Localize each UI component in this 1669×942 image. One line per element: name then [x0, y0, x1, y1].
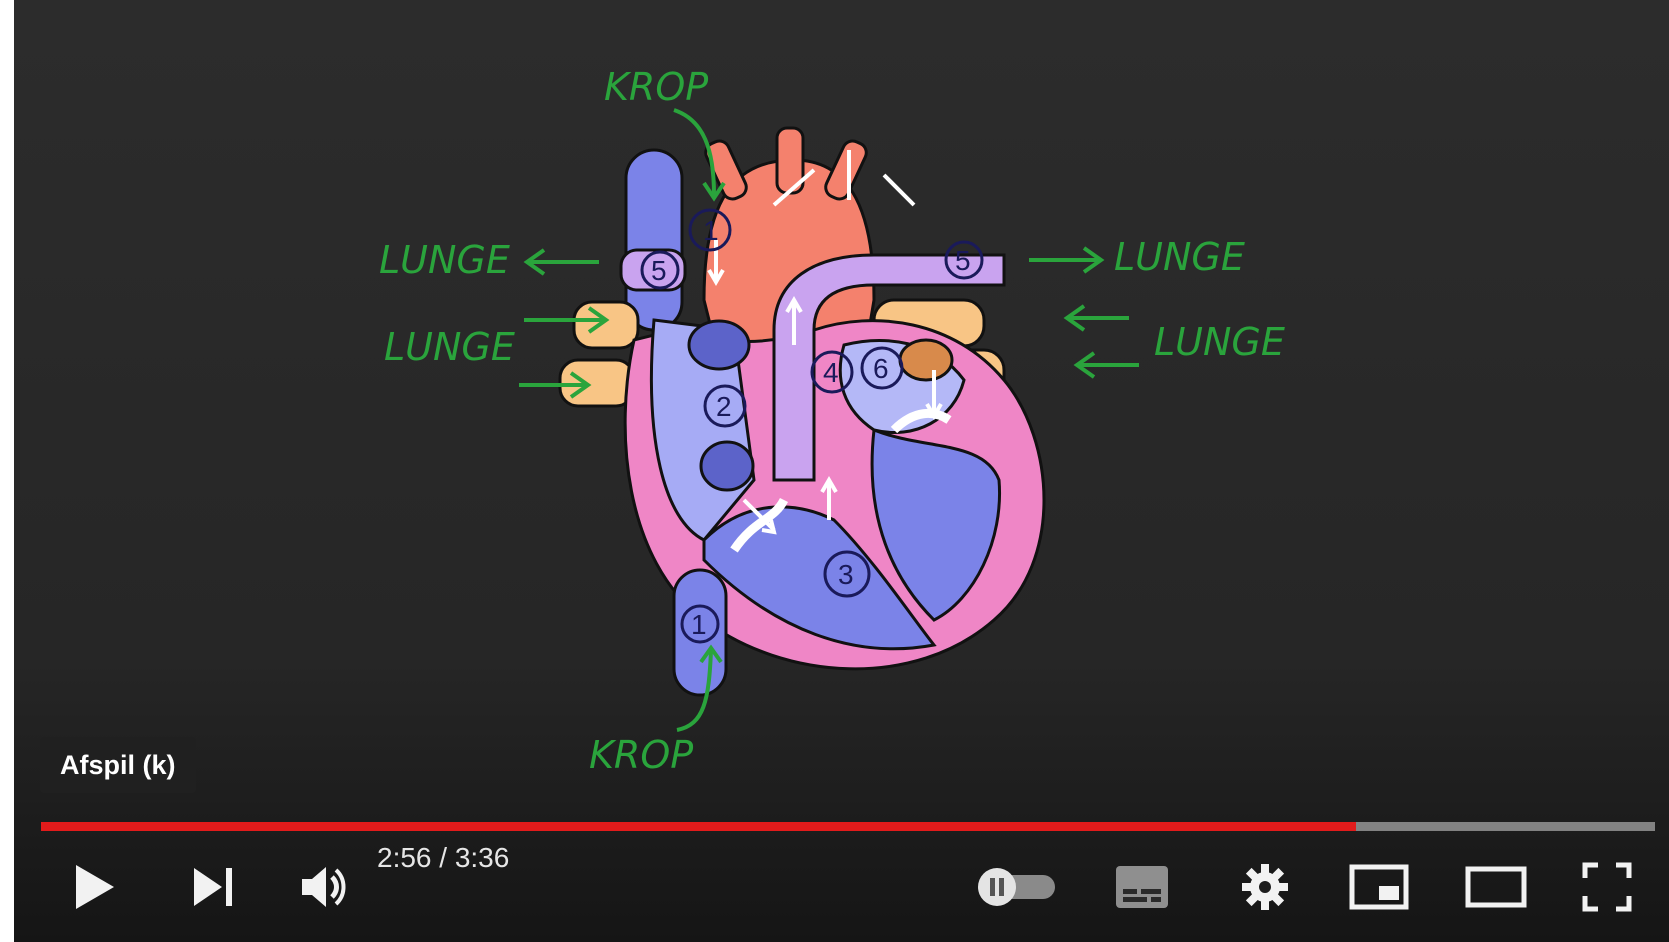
play-button[interactable]	[64, 842, 124, 932]
chamber-number-4: 4	[823, 357, 839, 388]
autoplay-toggle[interactable]	[972, 842, 1062, 932]
pulmonary-vein-left-1	[574, 302, 638, 348]
play-icon	[72, 863, 116, 911]
autoplay-toggle-icon	[975, 867, 1059, 907]
chamber-number-3: 3	[838, 559, 854, 590]
theater-mode-button[interactable]	[1461, 842, 1531, 932]
superior-vena-cava	[626, 150, 682, 330]
label-lunge-top-right: LUNGE	[1114, 235, 1245, 279]
label-lunge-top-left: LUNGE	[379, 238, 510, 282]
miniplayer-button[interactable]	[1344, 842, 1414, 932]
chamber-number-5-left: 5	[651, 255, 667, 286]
label-krop-bottom: KROP	[589, 733, 693, 777]
label-lunge-mid-left: LUNGE	[384, 325, 515, 369]
label-lunge-mid-right: LUNGE	[1154, 320, 1285, 364]
theater-mode-icon	[1465, 866, 1527, 908]
video-player[interactable]: 1 2 3 4 5 5 6 1 KROP KROP LUNGE LUNGE LU…	[14, 0, 1669, 942]
heart-diagram: 1 2 3 4 5 5 6 1 KROP KROP LUNGE LUNGE LU…	[14, 0, 1669, 800]
chamber-number-1: 1	[703, 215, 719, 246]
next-icon	[192, 866, 236, 908]
play-tooltip: Afspil (k)	[40, 737, 196, 793]
chamber-number-2: 2	[716, 391, 732, 422]
subtitles-button[interactable]	[1107, 842, 1177, 932]
fullscreen-icon	[1582, 862, 1632, 912]
chamber-number-5-right: 5	[955, 245, 971, 276]
progress-played	[41, 822, 1356, 831]
progress-bar[interactable]	[41, 822, 1655, 831]
label-krop-top: KROP	[604, 65, 708, 109]
chamber-number-1-lower: 1	[691, 609, 707, 640]
gear-icon	[1241, 863, 1289, 911]
control-bar: 2:56 / 3:36	[14, 842, 1669, 932]
miniplayer-icon	[1349, 864, 1409, 910]
settings-button[interactable]	[1230, 842, 1300, 932]
fullscreen-button[interactable]	[1572, 842, 1642, 932]
next-button[interactable]	[184, 842, 244, 932]
volume-button[interactable]	[294, 842, 354, 932]
chamber-number-6: 6	[873, 353, 889, 384]
volume-icon	[300, 865, 348, 909]
subtitles-icon	[1115, 865, 1169, 909]
time-display: 2:56 / 3:36	[377, 842, 509, 932]
